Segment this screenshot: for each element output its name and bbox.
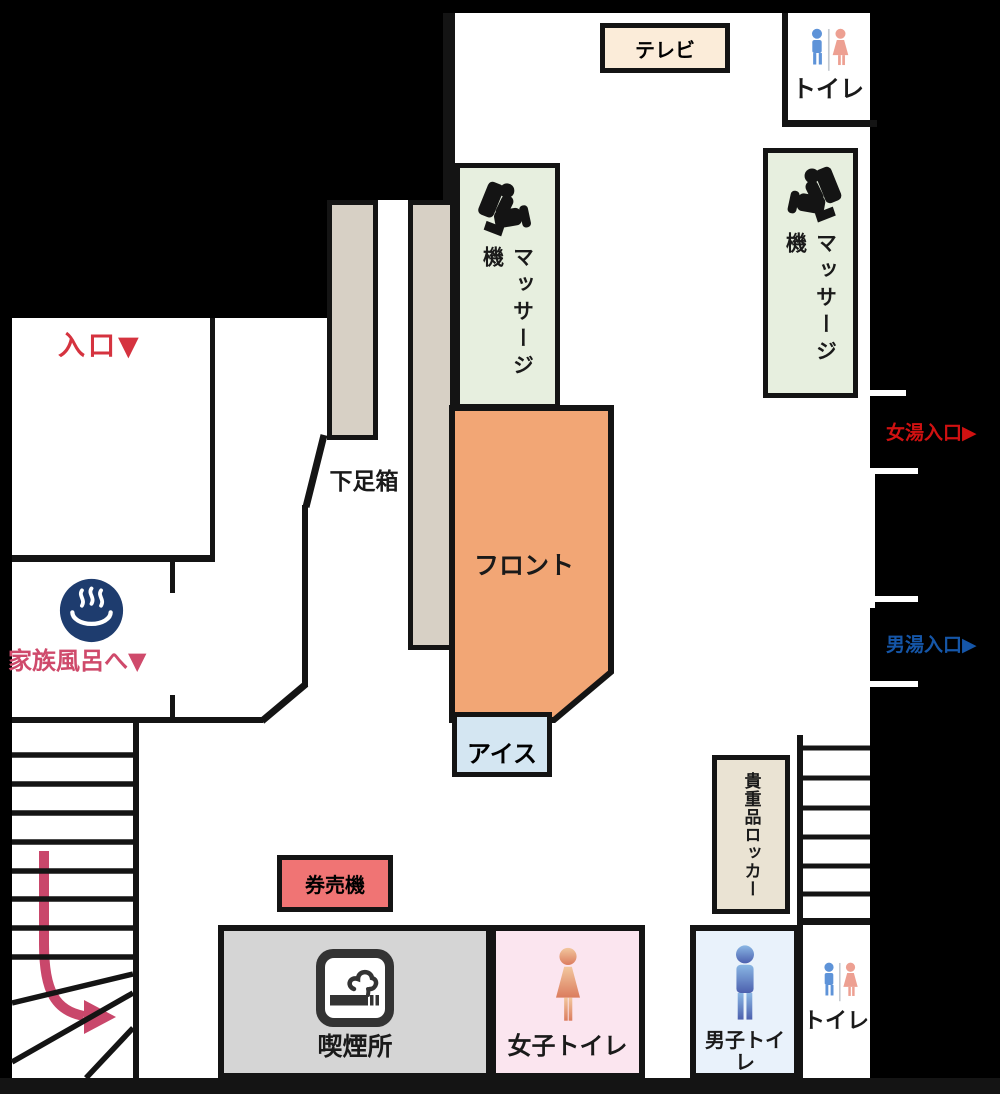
stairs-treads-right xyxy=(803,745,870,897)
women-toilet-label: 女子トイレ xyxy=(507,1032,628,1060)
wall xyxy=(12,555,213,562)
front-desk: フロント xyxy=(449,402,615,724)
ice-cream-counter: アイス xyxy=(452,712,552,777)
wall xyxy=(782,120,877,127)
shoe-locker-shelf-left xyxy=(327,200,378,440)
diagonal-walls xyxy=(259,434,328,724)
shoe-box-label: 下足箱 xyxy=(329,469,399,495)
massage-chair-icon xyxy=(477,181,531,237)
outer-wall-edge-mark xyxy=(870,468,875,608)
toilet-top-label: トイレ xyxy=(792,75,864,103)
men-toilet-label: 男子トイレ xyxy=(705,1028,785,1074)
smoking-area: 喫煙所 xyxy=(218,925,492,1079)
ice-label: アイス xyxy=(466,740,538,768)
door-opening-mark xyxy=(870,390,906,396)
smoking-area-label: 喫煙所 xyxy=(317,1032,393,1061)
family-bath-label: 家族風呂へ▼ xyxy=(8,647,147,675)
front-desk-shape xyxy=(449,405,614,723)
massage-chair-room-right: マッサージ機 xyxy=(763,148,858,398)
ticket-machine-label: 券売機 xyxy=(305,873,365,897)
front-desk-label: フロント xyxy=(473,551,574,580)
tv-area: テレビ xyxy=(600,23,730,73)
massage-left-label: マッサージ機 xyxy=(480,246,535,382)
wall xyxy=(133,717,139,1078)
shoe-locker-corridor-floor xyxy=(373,200,413,325)
massage-chair-icon xyxy=(787,166,841,223)
wall xyxy=(797,735,803,1078)
women-toilet-room: 女子トイレ xyxy=(490,925,645,1079)
wall xyxy=(803,918,870,925)
men-toilet-room: 男子トイレ xyxy=(690,925,800,1079)
men-bath-entrance-label: 男湯入口▶ xyxy=(886,634,977,656)
smoking-cigarette-icon xyxy=(316,949,394,1027)
valuables-locker-label: 貴重品ロッカー xyxy=(740,771,761,898)
valuables-locker: 貴重品ロッカー xyxy=(712,755,790,914)
wall xyxy=(0,1078,1000,1094)
toilet-bottom-label: トイレ xyxy=(802,1009,869,1034)
wall xyxy=(210,318,215,562)
door-opening-mark xyxy=(870,681,918,687)
wall xyxy=(170,695,175,722)
onsen-hot-spring-icon xyxy=(59,578,124,643)
stairs-treads-left xyxy=(10,752,136,1080)
massage-right-label: マッサージ機 xyxy=(783,232,838,368)
tv-label: テレビ xyxy=(635,37,695,62)
door-opening-mark xyxy=(870,468,918,474)
male-female-restroom-icon xyxy=(811,28,849,71)
wall xyxy=(782,13,788,127)
wall xyxy=(302,505,308,687)
wall xyxy=(443,13,455,205)
massage-chair-room-left: マッサージ機 xyxy=(455,163,560,409)
wall xyxy=(170,555,175,593)
man-figure-icon xyxy=(736,945,754,1020)
male-female-restroom-icon xyxy=(824,962,858,1002)
woman-figure-icon xyxy=(555,947,580,1021)
women-bath-entrance-label: 女湯入口▶ xyxy=(886,422,977,444)
ticket-machine: 券売機 xyxy=(277,855,393,912)
entrance-label: 入口▼ xyxy=(58,331,142,362)
door-opening-mark xyxy=(870,596,918,602)
